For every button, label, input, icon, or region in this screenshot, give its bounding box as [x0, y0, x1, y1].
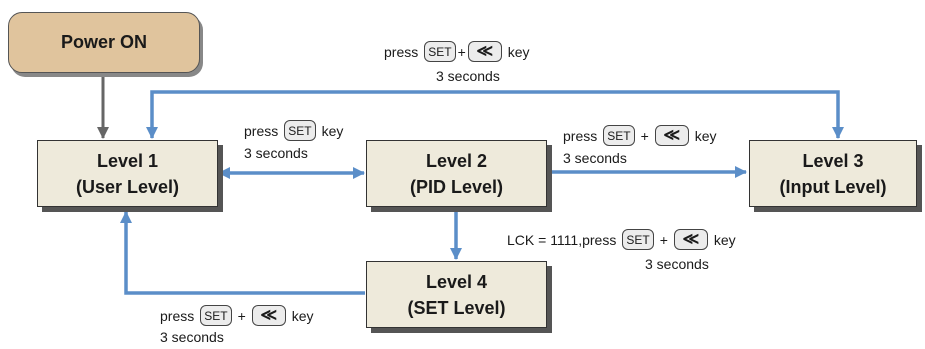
level3-title: Level 3: [802, 150, 864, 171]
level3-subtitle: (Input Level): [779, 176, 887, 197]
press-text: press: [384, 43, 419, 60]
duration-text: 3 seconds: [244, 145, 308, 161]
set-key-icon: SET: [603, 125, 635, 146]
key-text: key: [291, 307, 314, 324]
duration-text: 3 seconds: [563, 150, 627, 166]
press-text: press: [160, 307, 195, 324]
power-on-label: Power ON: [60, 32, 148, 52]
set-key-icon: SET: [424, 41, 456, 62]
key-text: key: [507, 43, 530, 60]
label-level1-level2: press SET key 3 seconds: [244, 120, 343, 162]
duration-text: 3 seconds: [160, 329, 224, 345]
label-level2-level3: press SET + ≪ key 3 seconds: [563, 125, 717, 167]
level4-box: Level 4 (SET Level): [366, 261, 547, 328]
label-level1-level3: press SET + ≪ key 3 seconds: [384, 41, 560, 85]
label-level2-level4: LCK = 1111,press SET + ≪ key 3 seconds: [507, 229, 736, 273]
key-text: key: [694, 127, 717, 144]
set-key-icon: SET: [284, 120, 316, 141]
duration-text: 3 seconds: [645, 256, 709, 272]
duration-text: 3 seconds: [436, 68, 500, 84]
label-level4-level1: press SET + ≪ key 3 seconds: [160, 305, 314, 346]
level4-subtitle: (SET Level): [407, 297, 506, 318]
key-text: key: [713, 231, 736, 248]
press-text: LCK = 1111,press: [507, 231, 617, 248]
level4-title: Level 4: [425, 271, 488, 292]
press-text: press: [563, 127, 598, 144]
shift-key-icon: ≪: [673, 229, 708, 250]
arrow-level1-level3-top: [146, 90, 844, 139]
key-text: key: [321, 122, 344, 139]
plus-text: +: [659, 231, 668, 248]
shift-key-icon: ≪: [251, 305, 286, 326]
press-text: press: [244, 122, 279, 139]
level2-title: Level 2: [425, 150, 488, 171]
level1-title: Level 1: [96, 150, 159, 171]
level3-box: Level 3 (Input Level): [749, 140, 917, 207]
plus-text: +: [457, 43, 466, 60]
level2-subtitle: (PID Level): [409, 176, 504, 197]
set-key-icon: SET: [622, 229, 654, 250]
level1-subtitle: (User Level): [75, 176, 180, 197]
power-on-box: Power ON: [8, 12, 200, 73]
level2-box: Level 2 (PID Level): [366, 140, 547, 207]
shift-key-icon: ≪: [654, 125, 689, 146]
plus-text: +: [640, 127, 649, 144]
shift-key-icon: ≪: [467, 41, 502, 62]
set-key-icon: SET: [200, 305, 232, 326]
level1-box: Level 1 (User Level): [37, 140, 218, 207]
plus-text: +: [237, 307, 246, 324]
arrow-level4-level1: [120, 211, 365, 295]
